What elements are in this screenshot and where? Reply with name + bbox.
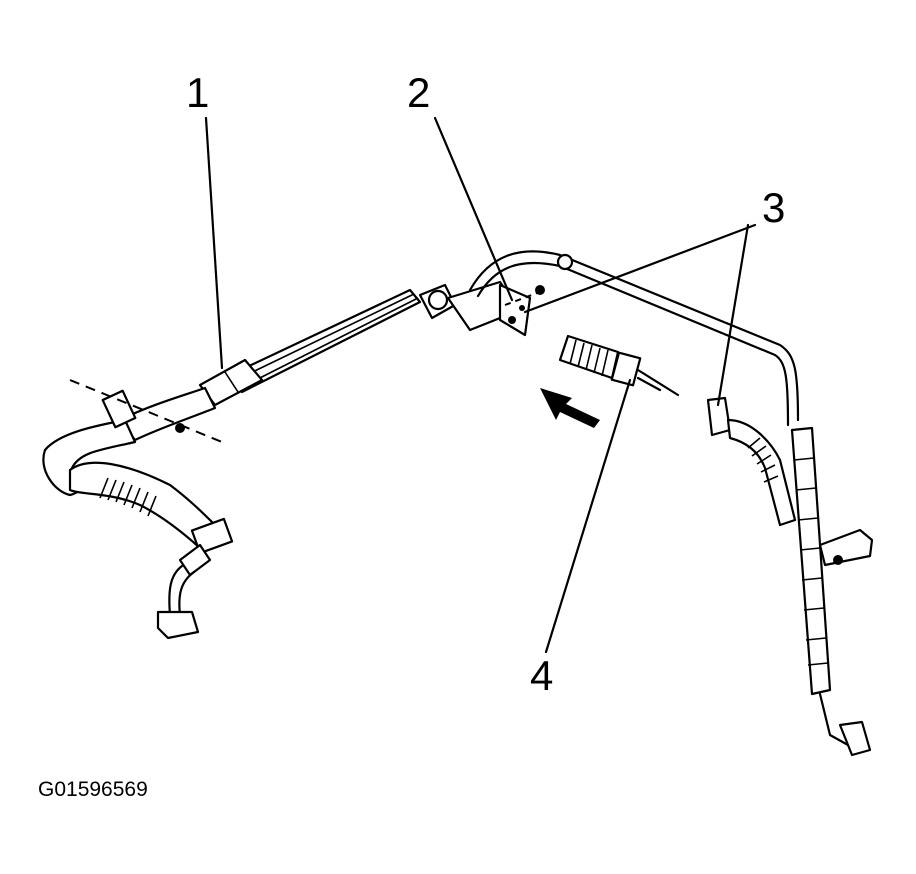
- callout-3: 3: [762, 184, 786, 231]
- valve-component: [558, 334, 680, 397]
- center-block-fitting: [418, 280, 546, 337]
- liquid-line-pipe: [468, 250, 800, 427]
- figure-id: G01596569: [38, 778, 148, 801]
- direction-arrow-icon: [540, 388, 600, 428]
- suction-hose-left: [42, 288, 422, 640]
- leader-lines: [204, 116, 757, 654]
- callout-1: 1: [186, 69, 210, 116]
- discharge-hose-right: [706, 396, 874, 757]
- callout-4: 4: [530, 652, 554, 699]
- callout-2: 2: [407, 69, 431, 116]
